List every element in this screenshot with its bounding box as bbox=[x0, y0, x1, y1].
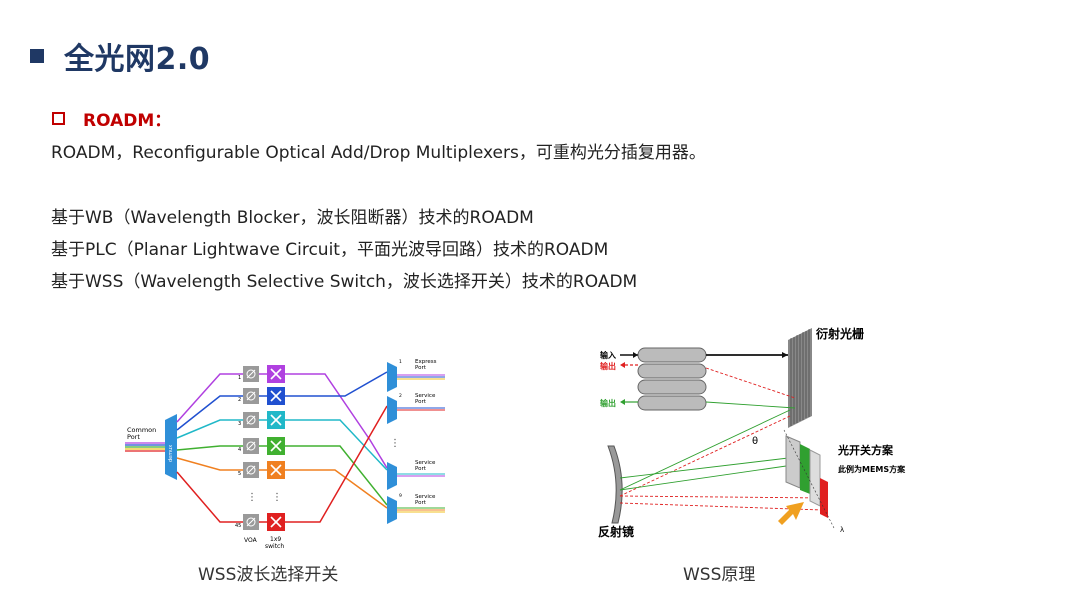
demux-label: demux bbox=[168, 445, 174, 462]
svg-text:1: 1 bbox=[238, 375, 241, 381]
switch-scheme-label: 光开关方案 bbox=[837, 443, 894, 457]
section-bullet bbox=[52, 112, 65, 125]
lambda-label: λ bbox=[840, 526, 844, 534]
input-label: 输入 bbox=[600, 350, 616, 360]
demux-block bbox=[165, 414, 177, 480]
title-row: 全光网2.0 bbox=[30, 36, 211, 77]
common-port-fibers bbox=[125, 442, 167, 452]
reflector-mirror bbox=[607, 445, 623, 524]
figure1-caption: WSS波长选择开关 bbox=[198, 565, 339, 585]
svg-text:⋮: ⋮ bbox=[390, 438, 400, 449]
wss-principle-diagram: 衍射光栅 输入 输出 输出 反射镜 bbox=[590, 318, 920, 548]
mems-switch bbox=[783, 429, 835, 529]
figure2-caption: WSS原理 bbox=[683, 565, 756, 585]
svg-text:1x9: 1x9 bbox=[270, 536, 281, 543]
svg-text:Service: Service bbox=[415, 494, 436, 500]
svg-text:Port: Port bbox=[127, 433, 140, 441]
page-title: 全光网2.0 bbox=[64, 42, 211, 77]
common-port-label: Common bbox=[127, 426, 156, 434]
voa-label: VOA bbox=[244, 537, 258, 544]
svg-text:switch: switch bbox=[265, 543, 284, 550]
mux-outputs bbox=[397, 374, 445, 513]
type-wss: 基于WSS（Wavelength Selective Switch，波长选择开关… bbox=[51, 272, 638, 292]
grating-label: 衍射光栅 bbox=[815, 326, 864, 341]
theta-label: θ bbox=[752, 436, 758, 447]
wss-principle-svg: 衍射光栅 输入 输出 输出 反射镜 bbox=[598, 326, 906, 539]
svg-text:Port: Port bbox=[415, 500, 427, 506]
section-heading: ROADM： bbox=[83, 111, 172, 131]
mirror-label: 反射镜 bbox=[598, 524, 634, 539]
svg-text:Port: Port bbox=[415, 466, 427, 472]
title-bullet bbox=[30, 49, 44, 63]
svg-text:3: 3 bbox=[238, 421, 241, 427]
section-heading-row: ROADM： bbox=[52, 106, 171, 131]
svg-text:⋮: ⋮ bbox=[247, 492, 257, 503]
svg-text:Port: Port bbox=[415, 365, 427, 371]
svg-text:4: 4 bbox=[238, 447, 241, 453]
svg-text:2: 2 bbox=[238, 397, 241, 403]
wss-switch-svg: Common Port demux 1 2 3 4 5 45 bbox=[125, 359, 445, 550]
svg-text:Service: Service bbox=[415, 460, 436, 466]
svg-text:⋮: ⋮ bbox=[272, 492, 282, 503]
type-plc: 基于PLC（Planar Lightwave Circuit，平面光波导回路）技… bbox=[51, 240, 609, 260]
switch-scheme-sub: 此例为MEMS方案 bbox=[838, 464, 906, 474]
svg-text:1: 1 bbox=[399, 359, 402, 365]
type-wb: 基于WB（Wavelength Blocker，波长阻断器）技术的ROADM bbox=[51, 208, 534, 228]
svg-text:45: 45 bbox=[235, 523, 241, 529]
orange-arrow-icon bbox=[778, 502, 804, 525]
diffraction-grating bbox=[788, 328, 812, 428]
output-red-label: 输出 bbox=[600, 361, 616, 371]
svg-text:9: 9 bbox=[399, 493, 402, 499]
output-green-label: 输出 bbox=[600, 398, 616, 408]
svg-text:Express: Express bbox=[415, 359, 437, 365]
voa-column bbox=[243, 366, 259, 530]
definition-text: ROADM，Reconfigurable Optical Add/Drop Mu… bbox=[51, 143, 706, 163]
svg-text:Port: Port bbox=[415, 399, 427, 405]
wss-switch-diagram: Common Port demux 1 2 3 4 5 45 bbox=[125, 350, 445, 555]
svg-text:2: 2 bbox=[399, 393, 402, 399]
svg-text:5: 5 bbox=[238, 471, 241, 477]
fiber-bundle bbox=[637, 347, 707, 411]
svg-text:Service: Service bbox=[415, 393, 436, 399]
mux-blocks bbox=[387, 362, 397, 524]
switch-column bbox=[267, 365, 285, 531]
